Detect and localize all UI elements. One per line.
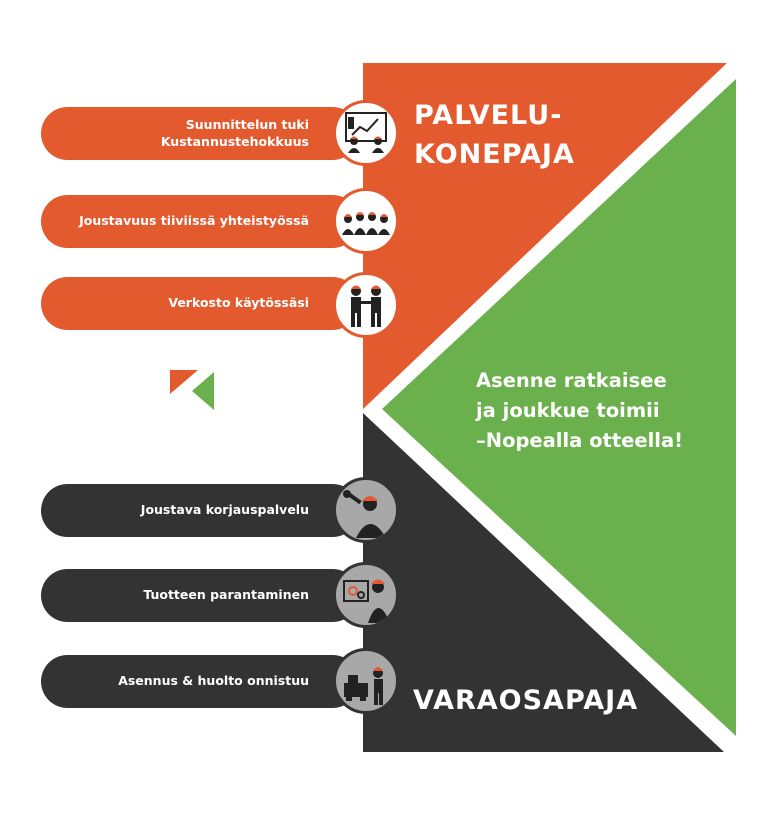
machine-installation-icon — [333, 648, 399, 714]
service-item-label: Joustavuus tiiviissä yhteistyössä — [79, 213, 309, 229]
team-icon — [333, 188, 399, 254]
service-item-label: Verkosto käytössäsi — [168, 295, 309, 311]
service-item-label: Tuotteen parantaminen — [143, 587, 309, 603]
service-item-design-support: Suunnittelun tuki Kustannustehokkuus — [41, 107, 359, 160]
engineer-screen-icon — [333, 562, 399, 628]
dark-triangle — [363, 413, 724, 752]
service-item-label: Asennus & huolto onnistuu — [118, 673, 309, 689]
palvelu-heading-line1: PALVELU- — [414, 100, 563, 131]
slogan-line2: ja joukkue toimii — [476, 399, 660, 423]
slogan-line1: Asenne ratkaisee — [476, 369, 667, 392]
service-item-label: Suunnittelun tuki — [185, 117, 309, 133]
service-item-label: Kustannustehokkuus — [160, 133, 309, 149]
service-item-improvement: Tuotteen parantaminen — [41, 569, 359, 622]
orange-triangle — [363, 63, 727, 409]
service-item-label: Joustava korjauspalvelu — [140, 502, 309, 518]
green-triangle — [382, 79, 736, 736]
presentation-icon — [333, 100, 399, 166]
service-item-network: Verkosto käytössäsi — [41, 277, 359, 330]
slogan: Asenne ratkaisee ja joukkue toimii –Nope… — [476, 366, 683, 457]
palvelu-heading-line2: KONEPAJA — [414, 139, 575, 171]
palvelukonepaja-heading: PALVELU- KONEPAJA — [414, 96, 575, 174]
varaosapaja-heading: VARAOSAPAJA — [413, 685, 639, 716]
slogan-line3: –Nopealla otteella! — [476, 429, 684, 453]
handshake-icon — [333, 272, 399, 338]
service-item-installation: Asennus & huolto onnistuu — [41, 655, 359, 708]
service-item-flexibility: Joustavuus tiiviissä yhteistyössä — [41, 195, 359, 248]
service-item-repair: Joustava korjauspalvelu — [41, 484, 359, 537]
logo-mark — [170, 370, 214, 410]
repair-worker-icon — [333, 477, 399, 543]
